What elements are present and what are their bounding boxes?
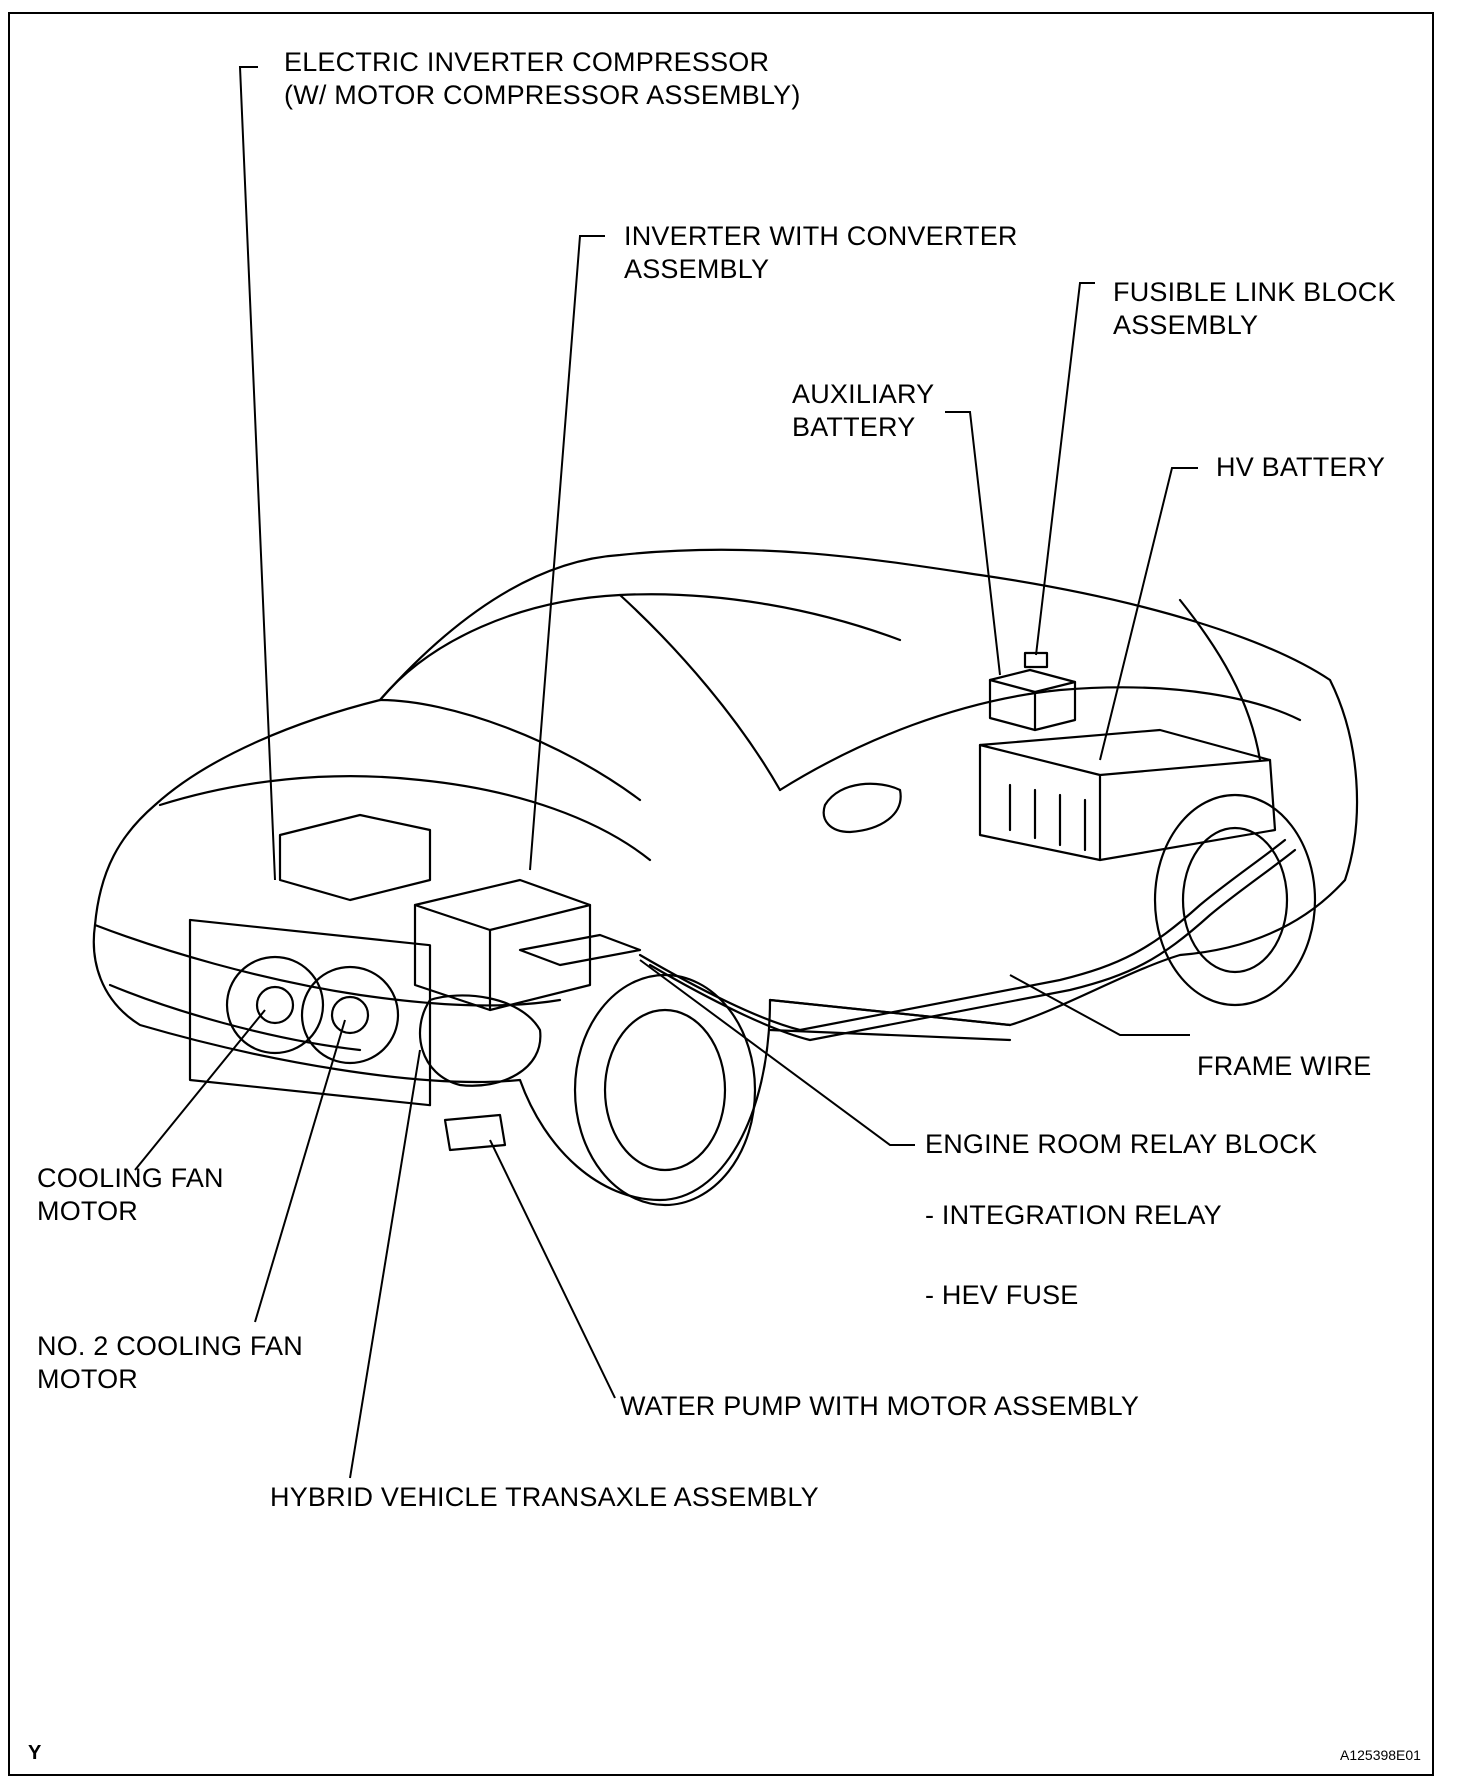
label-relay-block: ENGINE ROOM RELAY BLOCK <box>925 1129 1318 1159</box>
label-aux-battery-line2: BATTERY <box>792 412 916 442</box>
lower-bumper <box>108 983 362 1052</box>
leader-aux-battery <box>945 411 1001 676</box>
corner-mark: Y <box>28 1742 42 1764</box>
label-transaxle: HYBRID VEHICLE TRANSAXLE ASSEMBLY <box>270 1482 819 1512</box>
cooling-fan-left <box>225 955 325 1055</box>
leader-fusible <box>1035 282 1095 656</box>
label-integration-relay: - INTEGRATION RELAY <box>925 1200 1222 1230</box>
fusible-link-block <box>1023 651 1049 669</box>
leader-no2-fan <box>254 1019 346 1323</box>
label-cooling-fan-line2: MOTOR <box>37 1196 138 1226</box>
front-wheel-inner <box>603 1008 727 1172</box>
frame-wire <box>638 838 1287 1032</box>
label-inverter-line1: INVERTER WITH CONVERTER <box>624 221 1018 251</box>
roof-line <box>378 593 902 702</box>
label-water-pump: WATER PUMP WITH MOTOR ASSEMBLY <box>620 1391 1140 1421</box>
label-hev-fuse: - HEV FUSE <box>925 1280 1079 1310</box>
figure-frame <box>8 12 1434 1776</box>
side-window <box>778 686 1302 792</box>
engine-block <box>278 813 432 902</box>
label-compressor-line1: ELECTRIC INVERTER COMPRESSOR <box>284 47 770 77</box>
windshield-lower <box>378 698 642 802</box>
leader-compressor <box>238 66 276 881</box>
rear-wheel <box>1153 793 1317 1007</box>
front-bumper <box>93 923 562 1007</box>
front-wheel <box>573 973 757 1207</box>
water-pump <box>443 1113 507 1152</box>
hv-battery <box>978 728 1277 862</box>
leader-frame-wire <box>1009 974 1190 1036</box>
inverter-box <box>413 878 592 1012</box>
label-cooling-fan-line1: COOLING FAN <box>37 1163 224 1193</box>
leader-transaxle <box>349 1049 421 1479</box>
label-aux-battery-line1: AUXILIARY <box>792 379 935 409</box>
leader-inverter <box>529 235 605 871</box>
rocker-panel <box>768 998 1012 1042</box>
auxiliary-battery <box>988 668 1077 732</box>
c-pillar <box>1178 598 1262 762</box>
label-inverter-line2: ASSEMBLY <box>624 254 770 284</box>
label-fusible-line1: FUSIBLE LINK BLOCK <box>1113 277 1396 307</box>
rear-wheel-inner <box>1181 826 1289 974</box>
transaxle-housing <box>418 994 542 1087</box>
label-frame-wire: FRAME WIRE <box>1197 1051 1372 1081</box>
mirror <box>822 782 902 834</box>
label-compressor-line2: (W/ MOTOR COMPRESSOR ASSEMBLY) <box>284 80 801 110</box>
label-no2-fan-line1: NO. 2 COOLING FAN <box>37 1331 303 1361</box>
cooling-fan-right <box>300 965 400 1065</box>
radiator <box>188 918 432 1107</box>
label-hv-battery: HV BATTERY <box>1216 452 1386 482</box>
leader-hv-battery <box>1099 467 1198 761</box>
figure-code: A125398E01 <box>1340 1747 1421 1763</box>
leader-cooling-fan <box>134 1009 266 1171</box>
a-pillar <box>618 593 782 792</box>
hood-line <box>158 775 652 862</box>
relay-block <box>518 933 642 967</box>
label-no2-fan-line2: MOTOR <box>37 1364 138 1394</box>
label-fusible-line2: ASSEMBLY <box>1113 310 1259 340</box>
car-body-outline <box>92 548 1359 1202</box>
leader-relay-block <box>639 959 915 1146</box>
leader-water-pump <box>489 1139 616 1399</box>
